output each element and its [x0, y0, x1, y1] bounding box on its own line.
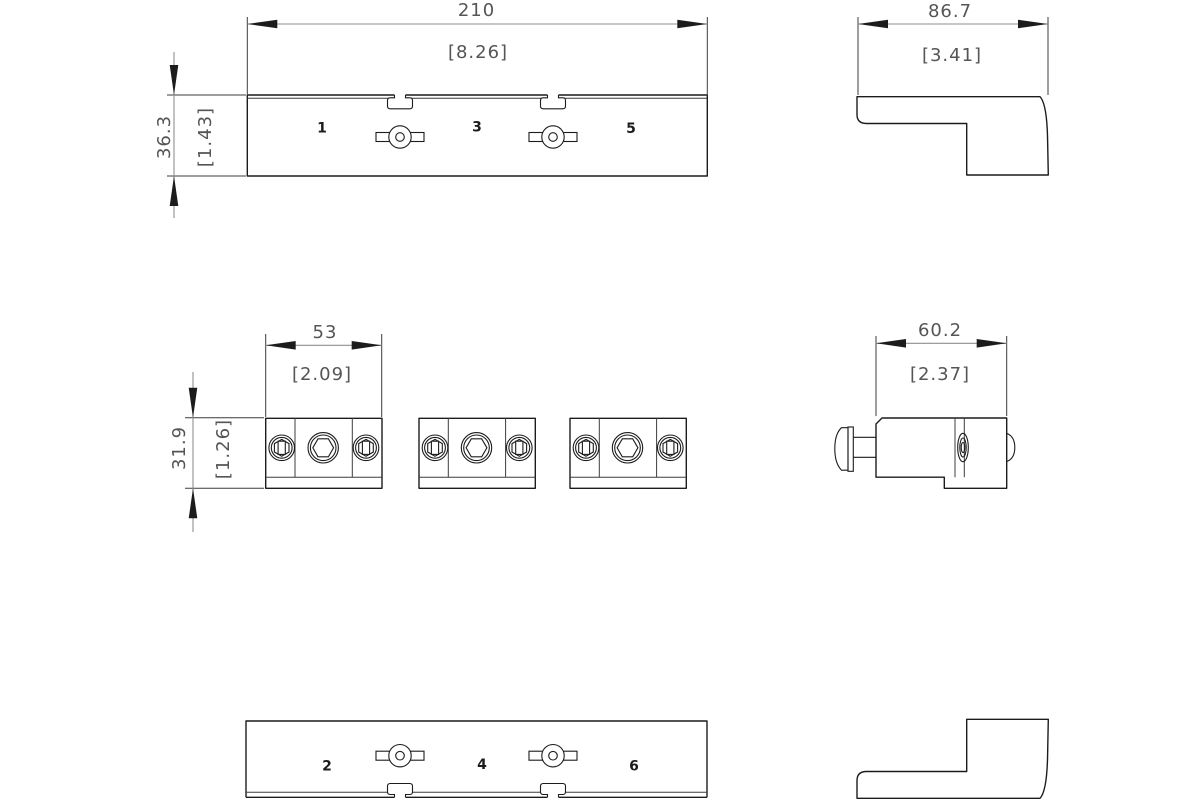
end-cap-bottom-outline: [856, 718, 1049, 799]
circuit-label-5: 5: [626, 121, 636, 137]
wing-screw: [375, 743, 425, 768]
dimension-strip-height: 36.3 [1.43]: [154, 52, 246, 218]
terminal-block-side-view: [834, 417, 1016, 489]
wing-screw: [528, 125, 578, 149]
dim-block-height-mm: 31.9: [169, 426, 190, 470]
dim-strip-width-inch: [8.26]: [448, 42, 508, 63]
dimension-block-height: 31.9 [1.26]: [169, 372, 264, 532]
strip-top-outline: [246, 95, 708, 177]
circuit-label-3: 3: [472, 120, 482, 136]
dim-strip-height-inch: [1.43]: [195, 107, 216, 167]
din-rail-notch: [539, 782, 567, 800]
strip-bottom-view: 2 4 6: [245, 720, 708, 800]
screw-boss-side: [1006, 432, 1016, 463]
circuit-label-4: 4: [477, 757, 487, 773]
dim-block-width-mm: 53: [313, 322, 338, 343]
end-cap-top-view: [856, 96, 1049, 176]
circuit-label-1: 1: [317, 121, 327, 137]
terminal-screw-side: [834, 426, 876, 472]
din-rail-notch: [386, 782, 414, 800]
wing-screw: [375, 125, 425, 149]
end-cap-top-outline: [856, 96, 1049, 176]
end-cap-bottom-view: [856, 718, 1049, 799]
terminal-block: [570, 418, 686, 488]
dim-block-depth-inch: [2.37]: [910, 364, 970, 385]
clamp-screw-side: [957, 432, 969, 463]
circuit-label-6: 6: [629, 759, 639, 775]
strip-bottom-outline: [245, 720, 708, 798]
dim-endcap-width-mm: 86.7: [928, 1, 972, 22]
circuit-label-2: 2: [322, 759, 332, 775]
block-side-outline: [875, 417, 1008, 489]
din-rail-notch: [386, 92, 414, 110]
strip-top-view: 1 3 5: [246, 92, 708, 177]
dimension-strip-width: 210 [8.26]: [246, 0, 708, 95]
dim-block-depth-mm: 60.2: [918, 320, 962, 341]
wing-screw: [528, 743, 578, 768]
dimension-endcap-width: 86.7 [3.41]: [857, 1, 1049, 95]
din-rail-notch: [539, 92, 567, 110]
dimension-block-depth: 60.2 [2.37]: [875, 320, 1008, 416]
terminal-block: [266, 418, 382, 488]
terminal-block: [419, 418, 535, 488]
dim-strip-width-mm: 210: [458, 0, 495, 21]
dim-block-width-inch: [2.09]: [292, 364, 352, 385]
dimension-block-width: 53 [2.09]: [265, 322, 383, 417]
dim-endcap-width-inch: [3.41]: [922, 45, 982, 66]
dim-strip-height-mm: 36.3: [154, 115, 175, 159]
dim-block-height-inch: [1.26]: [213, 419, 234, 479]
